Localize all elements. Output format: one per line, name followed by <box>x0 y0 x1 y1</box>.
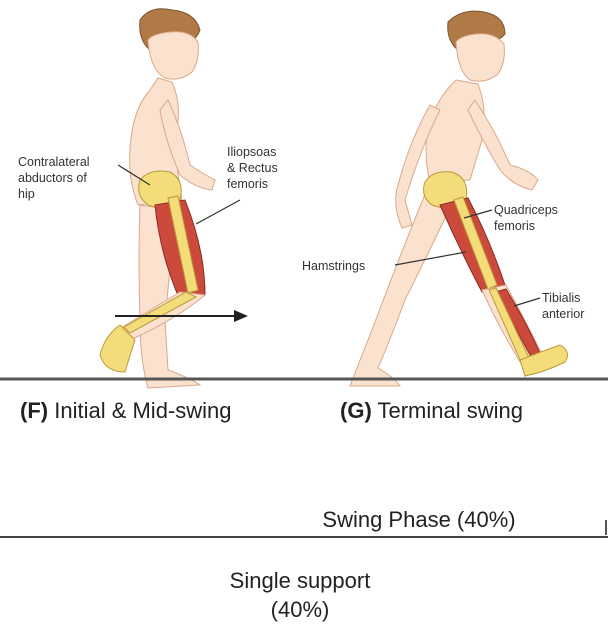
caption-f: (F) Initial & Mid-swing <box>20 398 232 424</box>
figure-g-torso <box>426 80 484 182</box>
figure-f-head <box>148 32 198 79</box>
caption-g: (G) Terminal swing <box>340 398 523 424</box>
leader-tibialis <box>514 298 540 306</box>
figure-g-boy <box>350 11 568 386</box>
label-quadriceps-line2: femoris <box>494 219 535 233</box>
label-quadriceps-line1: Quadriceps <box>494 203 558 217</box>
label-iliopsoas-line2: & Rectus <box>227 161 278 175</box>
caption-f-text: Initial & Mid-swing <box>54 398 231 423</box>
label-abductors-line1: Contralateral <box>18 155 90 169</box>
figure-f-boy <box>100 9 248 388</box>
label-abductors-line2: abductors of <box>18 171 87 185</box>
caption-g-letter: (G) <box>340 398 372 423</box>
label-abductors-line3: hip <box>18 187 35 201</box>
figure-g-head <box>456 34 504 81</box>
swing-phase-label: Swing Phase (40%) <box>284 507 554 533</box>
single-support-line2: (40%) <box>200 597 400 623</box>
label-hamstrings: Hamstrings <box>302 259 365 273</box>
label-iliopsoas-line1: Iliopsoas <box>227 145 276 159</box>
caption-g-text: Terminal swing <box>377 398 523 423</box>
label-tibialis-line2: anterior <box>542 307 584 321</box>
caption-f-letter: (F) <box>20 398 48 423</box>
leader-iliopsoas <box>196 200 240 224</box>
label-iliopsoas-line3: femoris <box>227 177 268 191</box>
label-tibialis-line1: Tibialis <box>542 291 580 305</box>
motion-arrow-head <box>234 310 248 322</box>
single-support-line1: Single support <box>200 568 400 594</box>
